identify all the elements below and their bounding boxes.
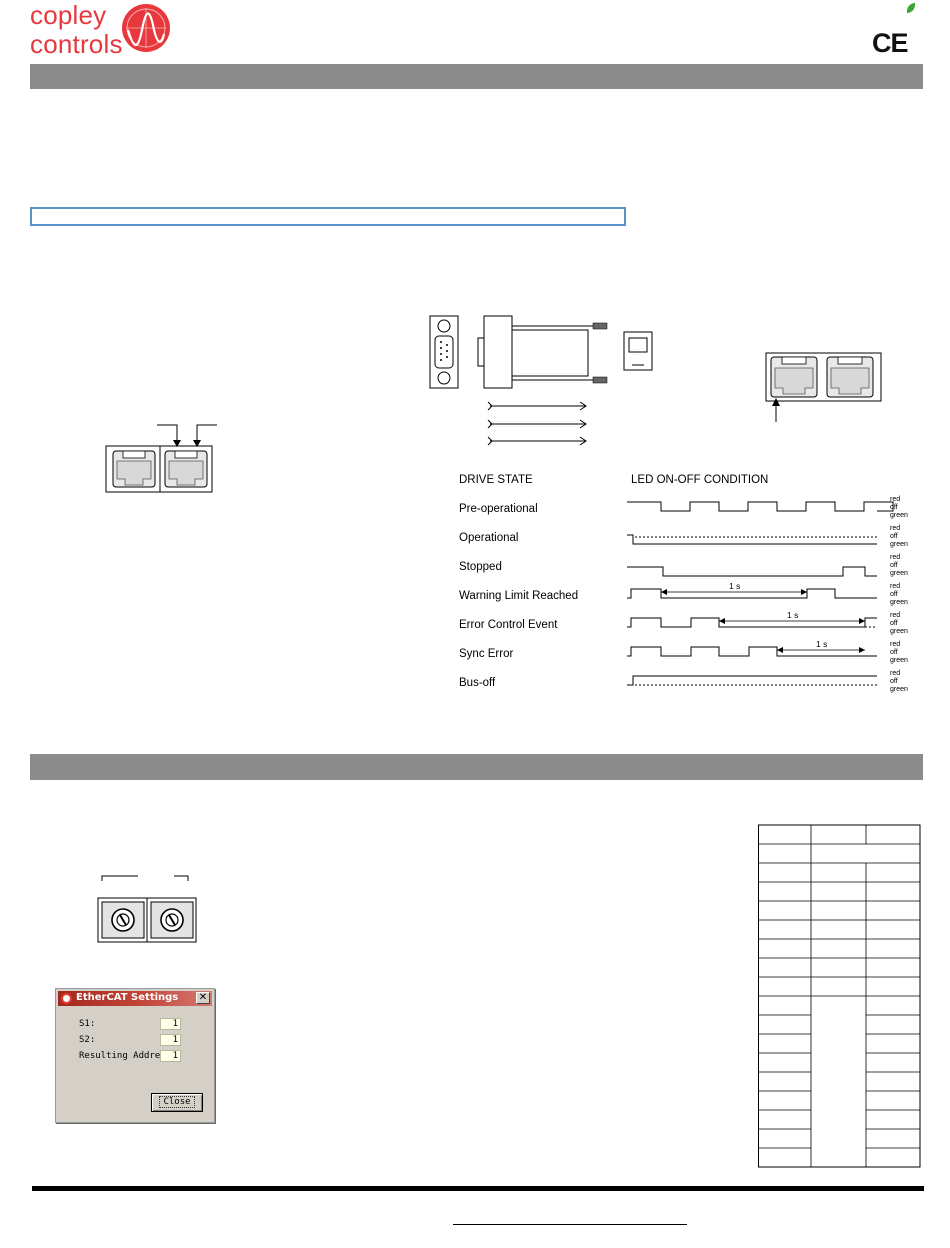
close-icon[interactable]: ✕: [196, 992, 210, 1004]
db9-connector-diagram: [429, 315, 653, 446]
level-label: off: [890, 649, 898, 656]
state-label: Warning Limit Reached: [459, 590, 578, 602]
ethercat-settings-dialog: EtherCAT Settings ✕ S1: 1 S2: 1 Resultin…: [55, 988, 215, 1123]
s2-field[interactable]: 1: [160, 1034, 181, 1046]
footer-underline: [453, 1224, 687, 1225]
led-waveform: [627, 646, 877, 657]
level-label: off: [890, 591, 898, 598]
state-label: Stopped: [459, 561, 502, 573]
s1-label: S1:: [79, 1019, 96, 1029]
level-label: green: [890, 599, 908, 606]
s1-field[interactable]: 1: [160, 1018, 181, 1030]
close-button[interactable]: Close: [151, 1093, 203, 1112]
level-label: off: [890, 620, 898, 627]
arrow-head-right: [801, 589, 807, 595]
level-label: green: [890, 686, 908, 693]
section-header-bar-top: [30, 64, 923, 89]
dialog-titlebar: EtherCAT Settings ✕: [58, 991, 212, 1006]
state-label: Bus-off: [459, 677, 496, 689]
chart-header-state: DRIVE STATE: [459, 474, 533, 486]
close-button-label: Close: [159, 1096, 195, 1108]
level-label: green: [890, 657, 908, 664]
footer-divider: [32, 1186, 924, 1191]
state-labels: Pre-operationalOperationalStoppedWarning…: [459, 503, 578, 689]
section-header-bar-middle: [30, 754, 923, 780]
copley-logo-icon: [122, 4, 170, 52]
level-label: off: [890, 562, 898, 569]
level-label: green: [890, 628, 908, 635]
level-label: red: [890, 554, 900, 561]
level-label: off: [890, 504, 898, 511]
level-label: green: [890, 570, 908, 577]
address-table-grid: [758, 824, 921, 1168]
arrow-head-right: [859, 618, 865, 624]
led-waveform: [627, 588, 877, 599]
level-labels: redoffgreenredoffgreenredoffgreenredoffg…: [890, 496, 908, 693]
ce-mark-logo: CE: [872, 28, 909, 58]
arrow-head-right: [859, 647, 865, 653]
waveforms: [627, 501, 894, 686]
logo-text-line2: controls: [30, 29, 123, 59]
led-waveform: [627, 675, 877, 686]
outlined-box: [30, 207, 626, 226]
led-waveform: [627, 617, 877, 628]
level-label: green: [890, 541, 908, 548]
level-label: red: [890, 583, 900, 590]
arrow-head-left: [661, 589, 667, 595]
interval-label: 1 s: [787, 610, 798, 620]
level-label: red: [890, 670, 900, 677]
state-label: Error Control Event: [459, 619, 558, 631]
interval-markers: 1 s 1 s 1 s: [661, 581, 865, 653]
interval-label: 1 s: [729, 581, 740, 591]
leaf-icon: [907, 3, 915, 13]
state-label: Operational: [459, 532, 518, 544]
arrow-head-left: [777, 647, 783, 653]
rotary-switch-pair: [97, 875, 197, 943]
rj45-connector-pair-right: [765, 352, 882, 422]
level-label: off: [890, 678, 898, 685]
led-waveform: [627, 566, 877, 577]
level-label: off: [890, 533, 898, 540]
dialog-title: EtherCAT Settings: [76, 992, 179, 1003]
copley-app-icon: [61, 993, 72, 1004]
logo-text-line1: copley: [30, 0, 107, 30]
s2-label: S2:: [79, 1035, 96, 1045]
resulting-address-field[interactable]: 1: [160, 1050, 181, 1062]
level-label: red: [890, 496, 900, 503]
led-state-timing-chart: DRIVE STATE LED ON-OFF CONDITION Pre-ope…: [459, 474, 908, 693]
led-waveform: [627, 534, 877, 545]
level-label: red: [890, 641, 900, 648]
level-label: green: [890, 512, 908, 519]
level-label: red: [890, 612, 900, 619]
interval-label: 1 s: [816, 639, 827, 649]
led-waveform: [627, 501, 894, 512]
arrow-head-left: [719, 618, 725, 624]
rj45-connector-pair-left: [105, 424, 217, 493]
state-label: Sync Error: [459, 648, 513, 660]
chart-header-condition: LED ON-OFF CONDITION: [631, 474, 768, 486]
state-label: Pre-operational: [459, 503, 538, 515]
level-label: red: [890, 525, 900, 532]
resulting-address-label: Resulting Address:: [79, 1051, 177, 1061]
